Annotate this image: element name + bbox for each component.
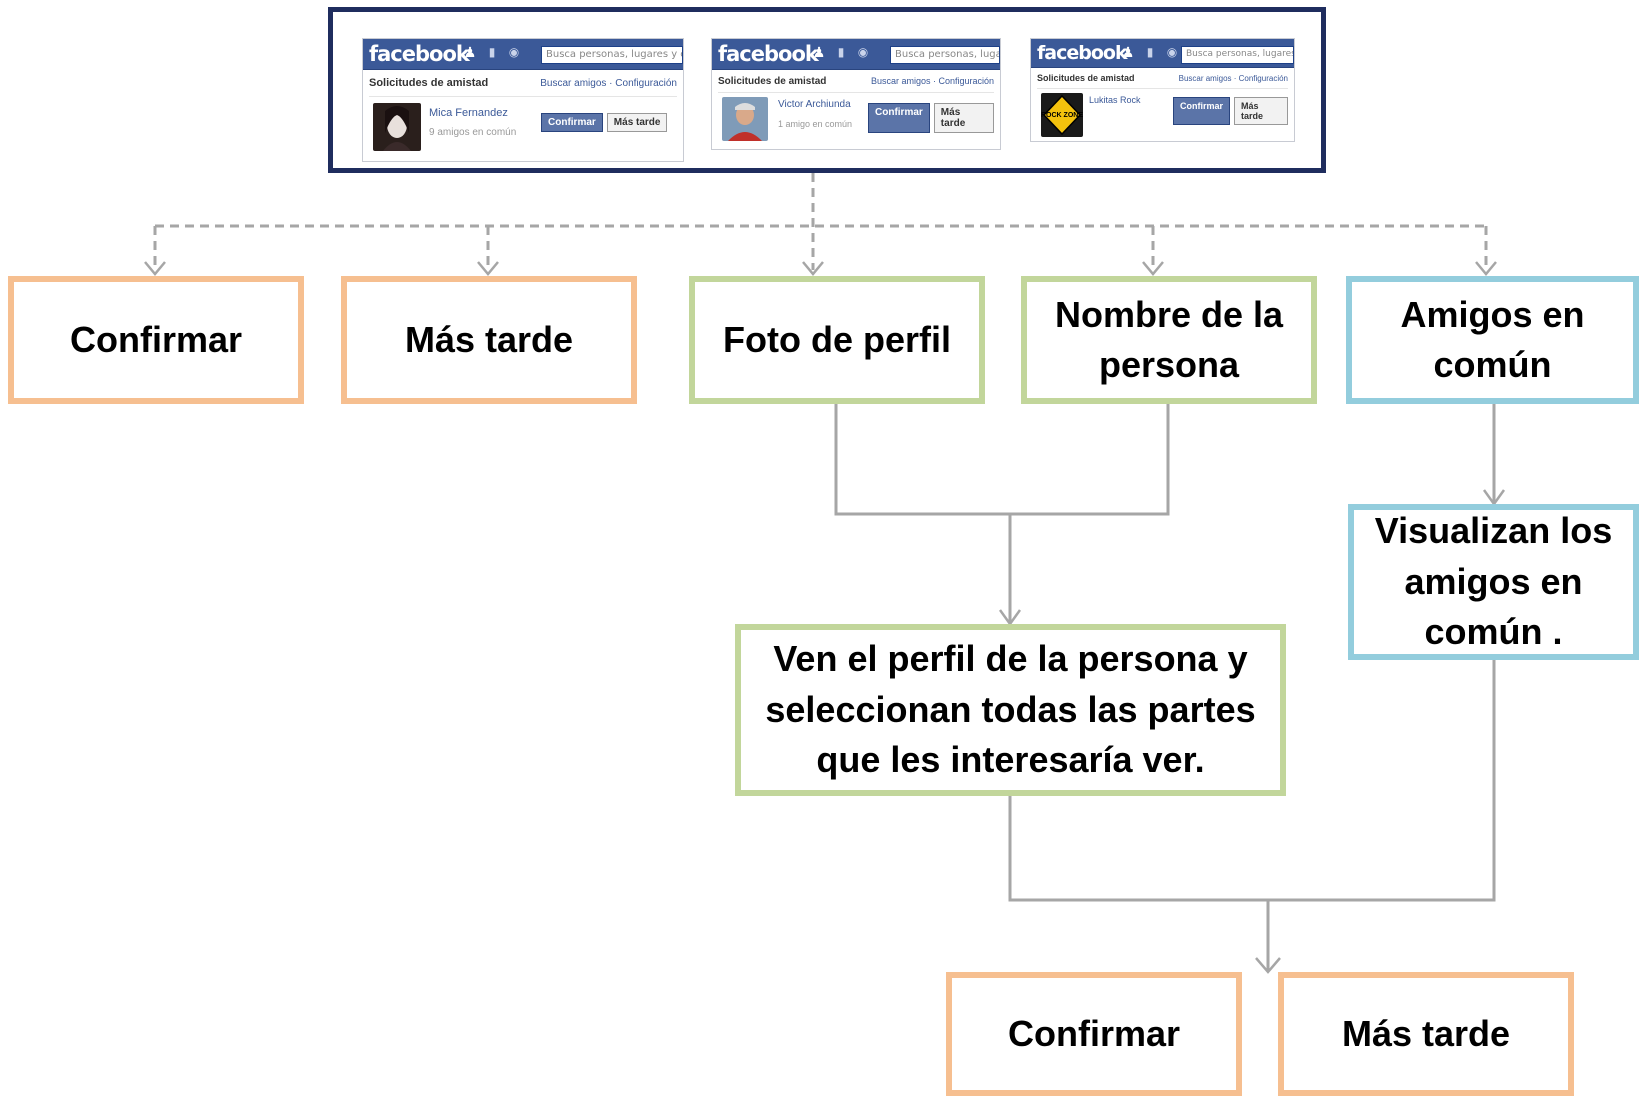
friend-requests-header: Solicitudes de amistad Buscar amigos · C… <box>1037 68 1288 89</box>
profile-photo-avatar[interactable] <box>722 97 768 141</box>
friend-requests-icon[interactable]: ♟ <box>463 44 477 60</box>
friend-requests-title: Solicitudes de amistad <box>1037 73 1135 83</box>
person-name-link[interactable]: Mica Fernandez <box>429 107 508 119</box>
fb-topbar-icons: ♟ ▮ ◉ <box>812 45 870 59</box>
messages-icon[interactable]: ▮ <box>837 45 845 59</box>
confirm-button[interactable]: Confirmar <box>541 113 603 132</box>
friend-requests-header: Solicitudes de amistad Buscar amigos · C… <box>369 70 677 97</box>
fb-search-input[interactable]: Busca personas, lugares y cosas <box>541 46 683 64</box>
fb-search-input[interactable]: Busca personas, lugares y cosas <box>890 46 1000 64</box>
friend-requests-icon[interactable]: ♟ <box>812 44 826 60</box>
find-friends-settings-links[interactable]: Buscar amigos · Configuración <box>540 77 677 89</box>
notifications-globe-icon[interactable]: ◉ <box>508 45 520 59</box>
fb-screenshot-3: facebook ♟ ▮ ◉ Busca personas, lugares y… <box>1030 38 1295 142</box>
later-button[interactable]: Más tarde <box>1234 97 1288 125</box>
friend-requests-panel: Solicitudes de amistad Buscar amigos · C… <box>363 70 683 153</box>
later-button[interactable]: Más tarde <box>606 113 668 132</box>
request-buttons: Confirmar Más tarde <box>541 113 668 132</box>
profile-photo-avatar[interactable]: ROCK ZONE <box>1041 93 1083 137</box>
profile-photo-avatar[interactable] <box>373 103 421 151</box>
friend-requests-panel: Solicitudes de amistad Buscar amigos · C… <box>712 70 1000 145</box>
friend-requests-panel: Solicitudes de amistad Buscar amigos · C… <box>1031 68 1294 139</box>
mutual-friends-link[interactable]: 9 amigos en común <box>429 127 517 138</box>
messages-icon[interactable]: ▮ <box>1146 45 1154 59</box>
facebook-logo: facebook <box>369 42 470 66</box>
fb-topbar: facebook ♟ ▮ ◉ Busca personas, lugares y… <box>712 39 1000 70</box>
confirm-button[interactable]: Confirmar <box>1173 97 1231 125</box>
later-top-box: Más tarde <box>341 276 637 404</box>
person-name-link[interactable]: Victor Archiunda <box>778 99 851 110</box>
rock-zone-logo: ROCK ZONE <box>1041 112 1083 119</box>
fb-topbar-icons: ♟ ▮ ◉ <box>463 45 521 59</box>
fb-screenshot-2: facebook ♟ ▮ ◉ Busca personas, lugares y… <box>711 38 1001 150</box>
mutual-friends-link[interactable]: 1 amigo en común <box>778 119 853 129</box>
dashed-arrowheads <box>144 261 1497 276</box>
friend-requests-header: Solicitudes de amistad Buscar amigos · C… <box>718 70 994 93</box>
profile-photo-box: Foto de perfil <box>689 276 985 404</box>
view-profile-box: Ven el perfil de la persona y selecciona… <box>735 624 1286 796</box>
friend-request-row: Victor Archiunda 1 amigo en común Confir… <box>718 93 994 145</box>
friend-requests-title: Solicitudes de amistad <box>369 77 489 89</box>
person-name-link[interactable]: Lukitas Rock <box>1089 95 1141 105</box>
fb-topbar-icons: ♟ ▮ ◉ <box>1121 45 1179 59</box>
confirm-top-box: Confirmar <box>8 276 304 404</box>
notifications-globe-icon[interactable]: ◉ <box>857 45 869 59</box>
friend-requests-title: Solicitudes de amistad <box>718 75 827 87</box>
fb-screenshot-1: facebook ♟ ▮ ◉ Busca personas, lugares y… <box>362 38 684 162</box>
find-friends-settings-links[interactable]: Buscar amigos · Configuración <box>870 76 994 86</box>
confirm-button[interactable]: Confirmar <box>868 103 930 133</box>
request-buttons: Confirmar Más tarde <box>1173 97 1288 125</box>
view-mutual-friends-box: Visualizan los amigos en común . <box>1348 504 1639 660</box>
friend-request-row: Mica Fernandez 9 amigos en común Confirm… <box>369 97 677 153</box>
friend-requests-icon[interactable]: ♟ <box>1121 44 1135 60</box>
fb-topbar: facebook ♟ ▮ ◉ Busca personas, lugares y… <box>363 39 683 70</box>
facebook-logo: facebook <box>718 42 819 66</box>
fb-topbar: facebook ♟ ▮ ◉ Busca personas, lugares y… <box>1031 39 1294 68</box>
mutual-friends-box: Amigos en común <box>1346 276 1639 404</box>
notifications-globe-icon[interactable]: ◉ <box>1166 45 1178 59</box>
fb-search-input[interactable]: Busca personas, lugares y cosas <box>1181 46 1294 64</box>
person-name-box: Nombre de la persona <box>1021 276 1317 404</box>
friend-request-row: ROCK ZONE Lukitas Rock Confirmar Más tar… <box>1037 89 1288 139</box>
dashed-connectors <box>153 173 1488 270</box>
later-button[interactable]: Más tarde <box>933 103 994 133</box>
messages-icon[interactable]: ▮ <box>488 45 496 59</box>
confirm-bottom-box: Confirmar <box>946 972 1242 1096</box>
request-buttons: Confirmar Más tarde <box>868 103 994 133</box>
facebook-logo: facebook <box>1037 42 1128 64</box>
facebook-screenshots-frame: facebook ♟ ▮ ◉ Busca personas, lugares y… <box>328 7 1326 173</box>
find-friends-settings-links[interactable]: Buscar amigos · Configuración <box>1178 73 1288 83</box>
later-bottom-box: Más tarde <box>1278 972 1574 1096</box>
